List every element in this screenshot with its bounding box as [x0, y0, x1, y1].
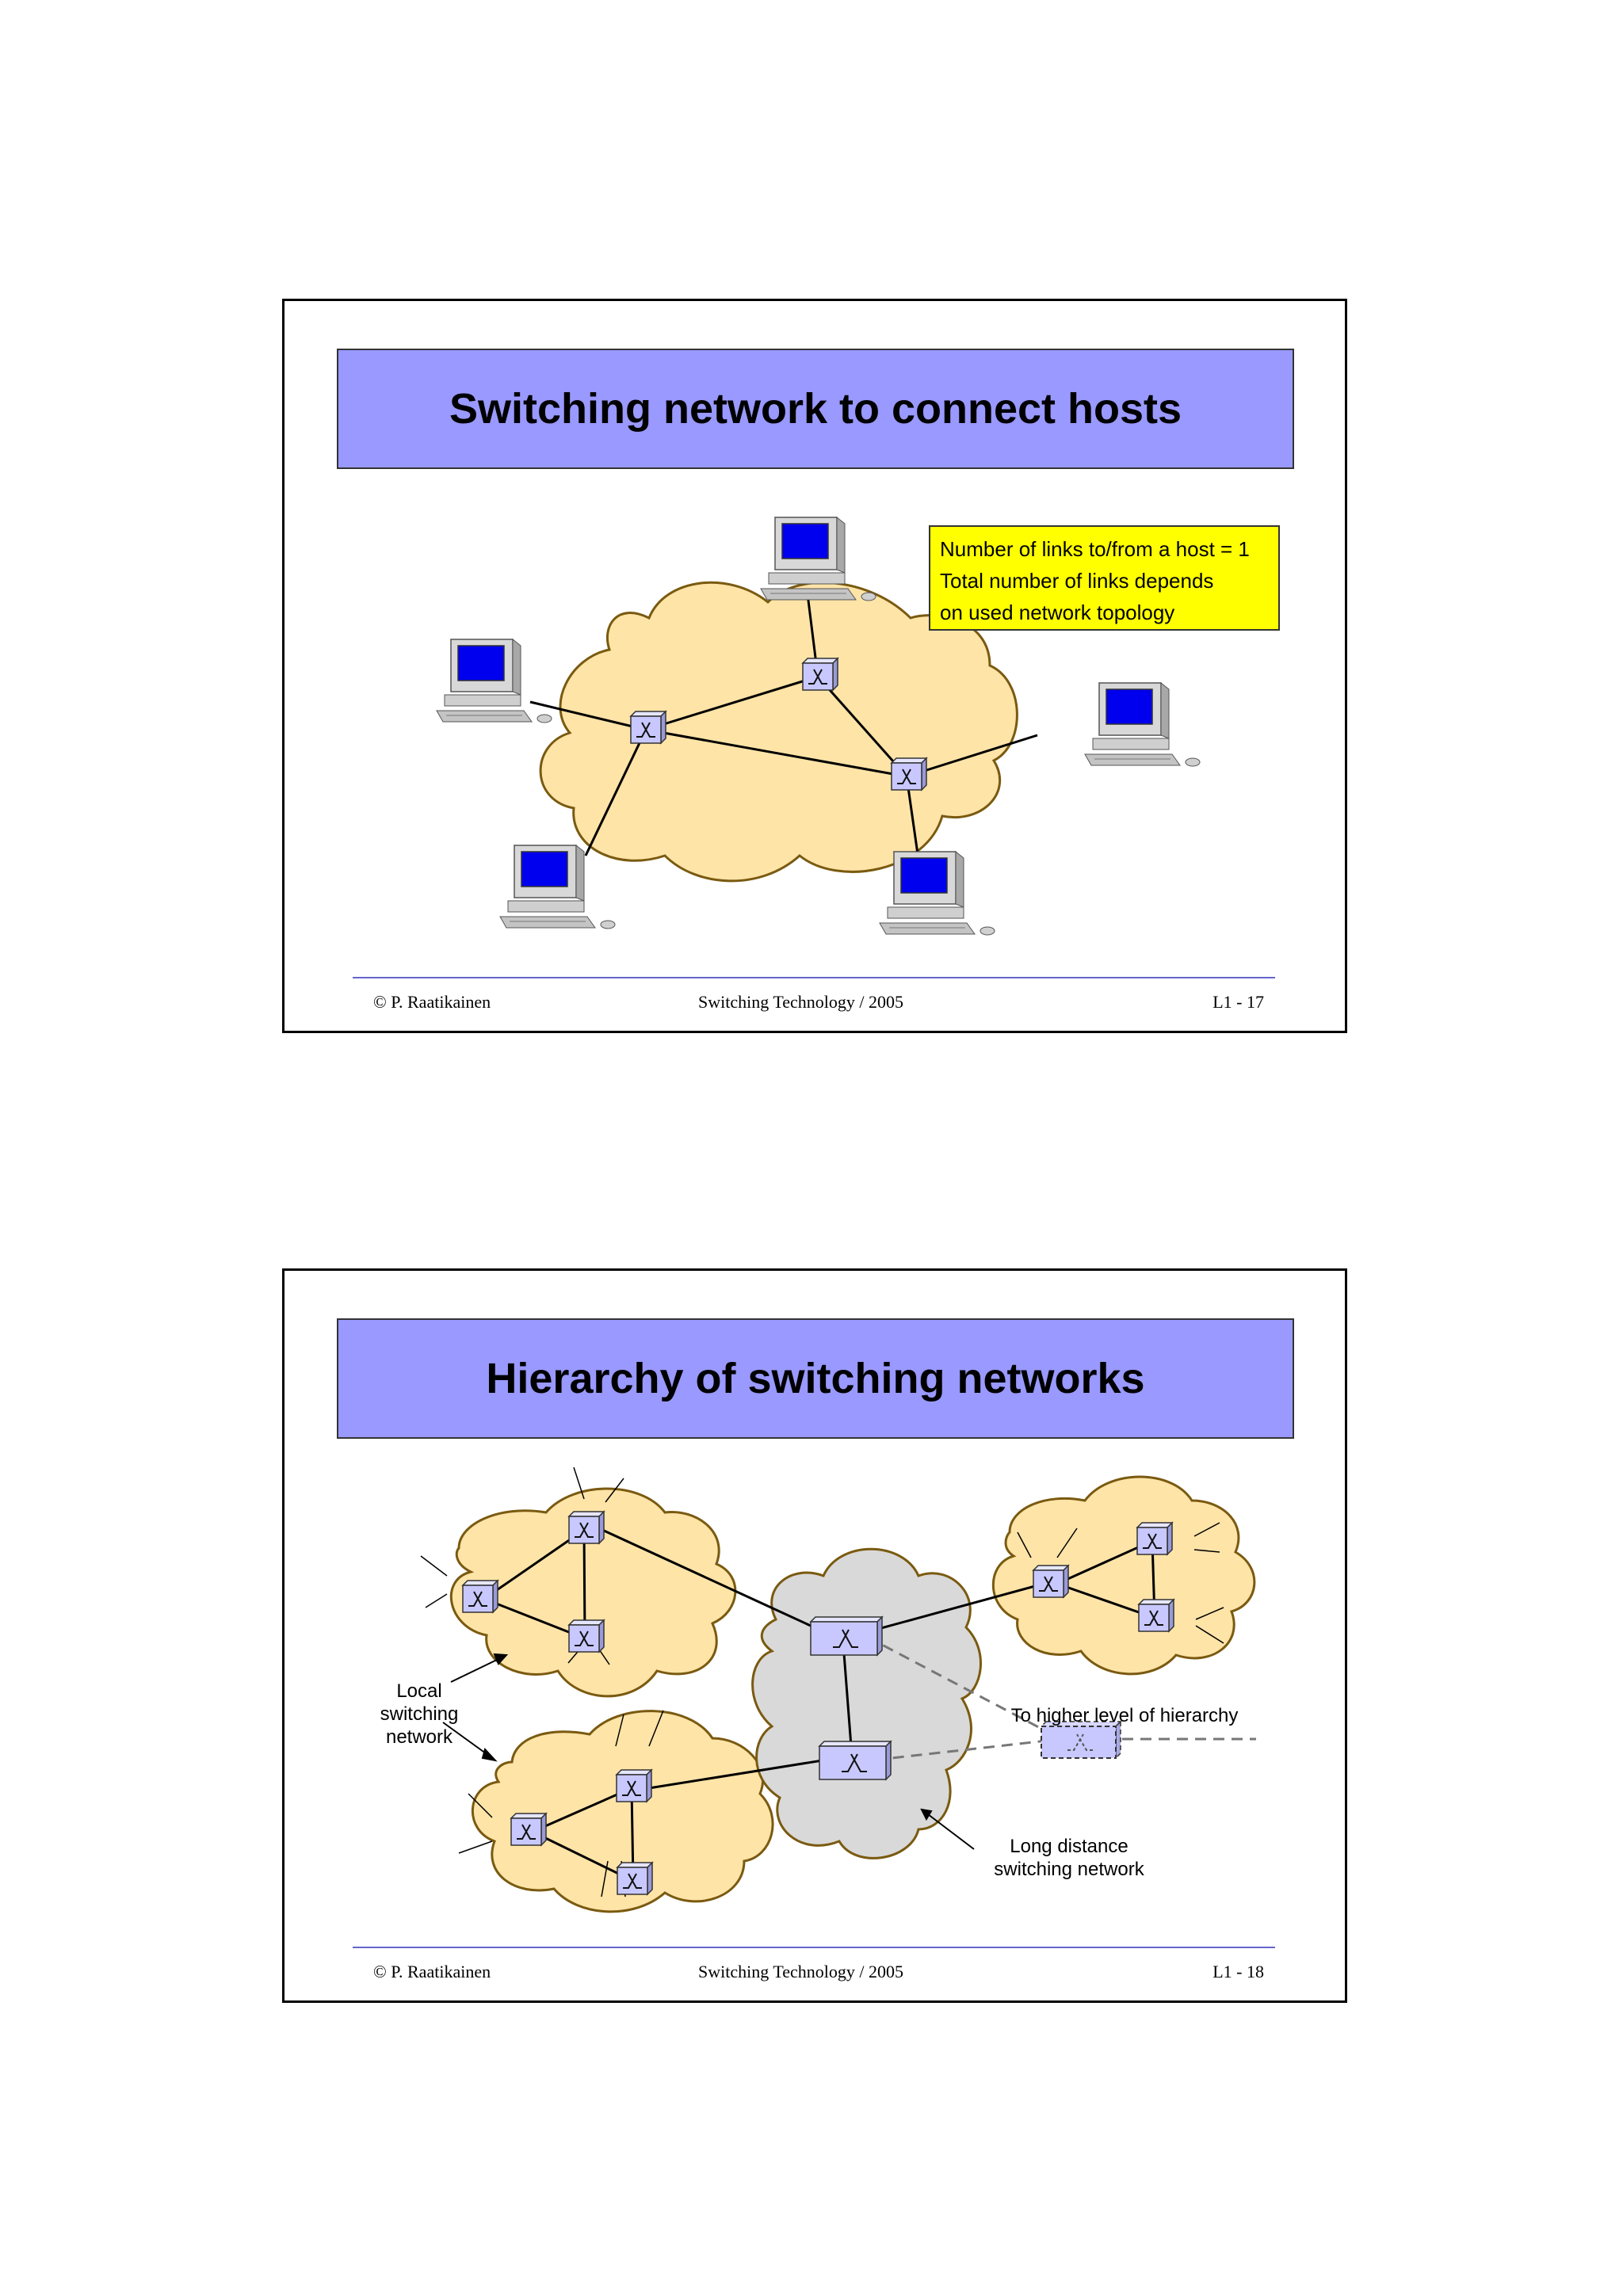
local-network-cloud — [991, 1475, 1256, 1676]
slide-18: Hierarchy of switching networks — [282, 1268, 1347, 2003]
switch-icon — [1136, 1522, 1173, 1555]
computer-icon — [499, 845, 616, 929]
switch-icon — [630, 711, 666, 744]
switch-icon — [617, 1862, 653, 1895]
note-line: Number of links to/from a host = 1 — [940, 537, 1250, 561]
footer-author: © P. Raatikainen — [373, 1962, 491, 1981]
switching-network-diagram — [436, 517, 1201, 936]
local-network-cloud — [472, 1710, 774, 1913]
network-cloud — [539, 581, 1018, 883]
switch-icon — [568, 1511, 605, 1544]
footer-course: Switching Technology / 2005 — [698, 992, 903, 1012]
switch-icon — [891, 757, 927, 791]
slide-title: Switching network to connect hosts — [449, 385, 1182, 433]
switch-icon — [616, 1769, 652, 1802]
footer-page-number: L1 - 18 — [1212, 1962, 1264, 1981]
footer-page-number: L1 - 17 — [1212, 992, 1264, 1012]
note-line: on used network topology — [940, 601, 1175, 624]
local-network-label: Local switching network — [380, 1680, 459, 1748]
switch-icon — [802, 658, 838, 691]
higher-level-switch-icon — [1040, 1720, 1122, 1760]
switch-icon — [809, 1615, 884, 1657]
slide-17: Switching network to connect hosts Numbe… — [282, 299, 1347, 1033]
footer-course: Switching Technology / 2005 — [698, 1962, 903, 1981]
footer-divider — [353, 1947, 1275, 1948]
hierarchy-diagram — [420, 1466, 1256, 1913]
switch-icon — [1138, 1599, 1174, 1632]
local-network-cloud — [449, 1487, 737, 1698]
switch-icon — [818, 1740, 892, 1781]
switch-icon — [510, 1813, 547, 1846]
computer-icon — [879, 851, 995, 936]
switch-icon — [462, 1580, 498, 1613]
slide-title-box: Hierarchy of switching networks — [337, 1318, 1294, 1439]
slide-title: Hierarchy of switching networks — [486, 1355, 1145, 1402]
footer-author: © P. Raatikainen — [373, 992, 491, 1012]
switch-icon — [568, 1619, 605, 1653]
long-distance-cloud — [751, 1547, 982, 1859]
computer-icon — [1084, 682, 1201, 767]
slide-title-box: Switching network to connect hosts — [337, 349, 1294, 469]
switch-icon — [1033, 1565, 1069, 1598]
links-note-box: Number of links to/from a host = 1 Total… — [929, 525, 1280, 631]
long-distance-label: Long distance switching network — [994, 1836, 1144, 1880]
footer-divider — [353, 977, 1275, 978]
computer-icon — [436, 639, 552, 723]
note-line: Total number of links depends — [940, 569, 1214, 593]
higher-level-label: To higher level of hierarchy — [1010, 1705, 1239, 1726]
